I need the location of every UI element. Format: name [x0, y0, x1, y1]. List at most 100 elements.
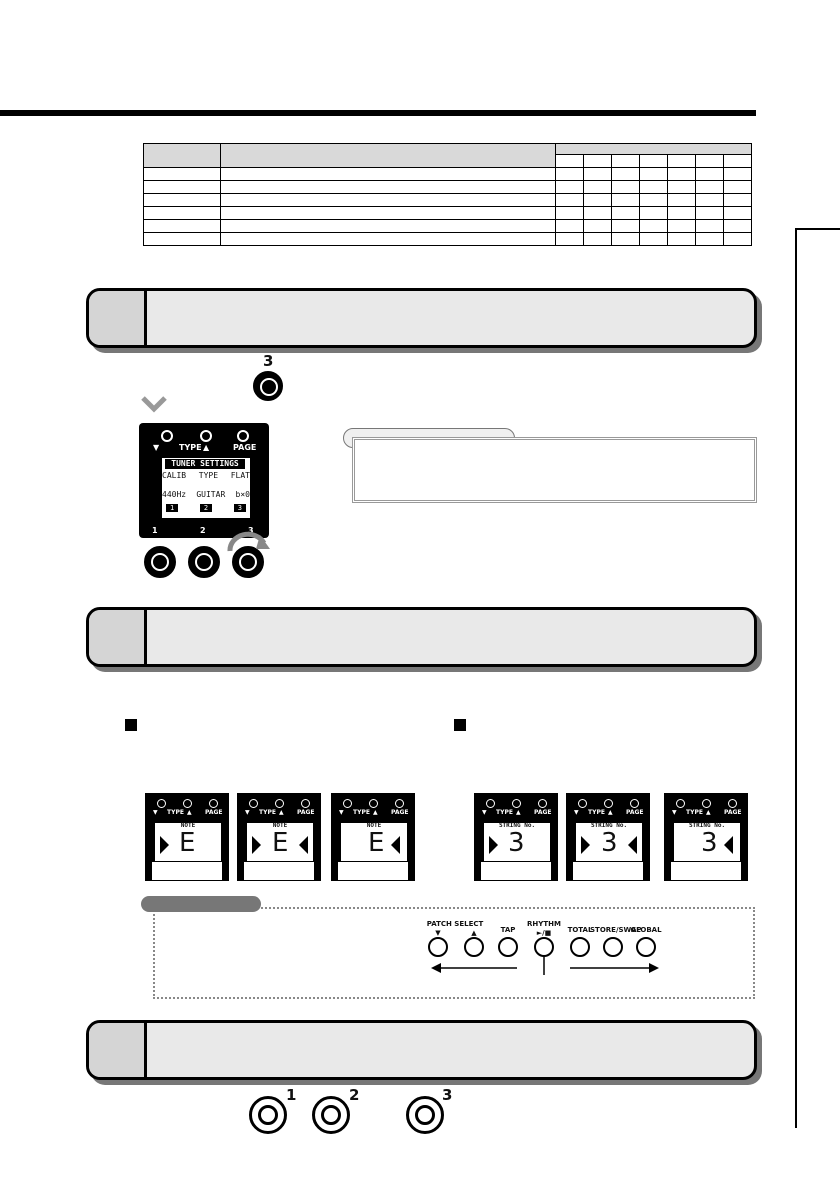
mini-led-label: ▲ [608, 809, 613, 816]
mini-led [369, 799, 378, 808]
mini-led [157, 799, 166, 808]
lcd-header-type: TYPE [198, 471, 219, 480]
table-header-cell [555, 143, 752, 155]
pedalboard-hint-box [153, 907, 755, 999]
lcd-header-row: CALIB TYPE FLAT [162, 471, 250, 480]
device-panel: ▼ TYPE ▲ PAGE TUNER SETTINGS CALIB TYPE … [139, 423, 269, 538]
note-value: E [179, 828, 196, 858]
mini-led [538, 799, 547, 808]
mini-led-label: PAGE [724, 809, 742, 816]
total-label: TOTAL [567, 926, 593, 934]
lcd-value-calib: 440Hz [162, 490, 187, 499]
mini-led-label: ▼ [153, 809, 158, 816]
mini-led [604, 799, 613, 808]
mini-led-label: PAGE [534, 809, 552, 816]
mini-caption-box [337, 861, 409, 881]
total-footswitch[interactable] [570, 937, 590, 957]
mini-screen-note-sharp: ▼ TYPE ▲ PAGE NOTE E [331, 793, 415, 881]
pedal-direction-arrows [431, 955, 659, 975]
settings-table [143, 143, 752, 246]
mini-led-label: TYPE [353, 809, 370, 816]
mini-led [209, 799, 218, 808]
pedalboard-hint-tag [141, 896, 261, 912]
mini-led-label: TYPE [167, 809, 184, 816]
mini-led [183, 799, 192, 808]
footswitch-1[interactable] [249, 1096, 287, 1134]
store-swap-footswitch[interactable] [603, 937, 623, 957]
mini-led-label: ▲ [187, 809, 192, 816]
patch-down-footswitch[interactable] [428, 937, 448, 957]
led-label-down: ▼ [153, 443, 160, 452]
mini-led-label: PAGE [626, 809, 644, 816]
mini-led-label: TYPE [686, 809, 703, 816]
sidebar-tab-edge [795, 228, 840, 230]
lcd-softkey-3: 3 [233, 504, 246, 512]
table-header-cell [143, 143, 221, 168]
section-marker-string [454, 719, 466, 731]
mini-caption-box [572, 861, 644, 881]
lcd-softkey-row: 1 2 3 [166, 504, 246, 512]
table-row [143, 193, 752, 207]
led-label-type: TYPE [179, 443, 202, 452]
store-swap-label: STORE/SWAP [590, 926, 642, 934]
table-row [143, 167, 752, 181]
mini-led [249, 799, 258, 808]
knob-3-lower[interactable] [232, 546, 264, 578]
global-label: GLOBAL [630, 926, 662, 934]
knob-3[interactable] [253, 371, 283, 401]
mini-screen-string-flat: ▼ TYPE ▲ PAGE STRING No. 3 [474, 793, 558, 881]
knob-2[interactable] [188, 546, 220, 578]
table-header-row [143, 143, 752, 168]
mini-led-label: ▼ [672, 809, 677, 816]
mini-led-label: PAGE [205, 809, 223, 816]
mini-led [343, 799, 352, 808]
mini-screen-note-flat: ▼ TYPE ▲ PAGE NOTE E [145, 793, 229, 881]
mini-lcd-title: STRING No. [498, 822, 536, 829]
mini-led-label: PAGE [391, 809, 409, 816]
mini-led [702, 799, 711, 808]
mini-led [275, 799, 284, 808]
table-row [143, 180, 752, 194]
sharp-indicator-icon [391, 836, 400, 854]
mini-led-label: ▼ [339, 809, 344, 816]
note-value: E [272, 828, 289, 858]
string-value: 3 [601, 828, 618, 858]
mini-lcd-title: NOTE [272, 822, 288, 829]
sidebar-rule [795, 228, 797, 1128]
mini-led-label: ▲ [516, 809, 521, 816]
flat-indicator-icon [489, 836, 498, 854]
led-label-up: ▲ [203, 443, 210, 452]
footswitch-2[interactable] [312, 1096, 350, 1134]
step-number-cell [89, 291, 147, 345]
mini-led [728, 799, 737, 808]
global-footswitch[interactable] [636, 937, 656, 957]
footswitch-3[interactable] [406, 1096, 444, 1134]
footswitch-1-number: 1 [286, 1086, 297, 1104]
footswitch-3-number: 3 [442, 1086, 453, 1104]
mini-led-label: ▼ [245, 809, 250, 816]
rhythm-label: RHYTHM [527, 920, 561, 928]
rhythm-footswitch[interactable] [534, 937, 554, 957]
knob-1[interactable] [144, 546, 176, 578]
table-header-cell [220, 143, 556, 168]
string-value: 3 [508, 828, 525, 858]
mini-lcd-title: STRING No. [688, 822, 726, 829]
step-box-3 [86, 1020, 757, 1080]
tap-footswitch[interactable] [498, 937, 518, 957]
patch-up-footswitch[interactable] [464, 937, 484, 957]
mini-screen-note-tuned: ▼ TYPE ▲ PAGE NOTE E [237, 793, 321, 881]
header-rule [0, 110, 756, 116]
sharp-indicator-icon [628, 836, 637, 854]
note-value: E [368, 828, 385, 858]
sharp-indicator-icon [724, 836, 733, 854]
mini-led [512, 799, 521, 808]
flat-indicator-icon [160, 836, 169, 854]
mini-led-label: ▼ [482, 809, 487, 816]
table-row [143, 219, 752, 233]
mini-led [486, 799, 495, 808]
step-box-2 [86, 607, 757, 667]
lcd-header-calib: CALIB [162, 471, 187, 480]
lcd-header-flat: FLAT [230, 471, 250, 480]
lcd-value-flat: b×0 [235, 490, 250, 499]
table-row [143, 232, 752, 246]
